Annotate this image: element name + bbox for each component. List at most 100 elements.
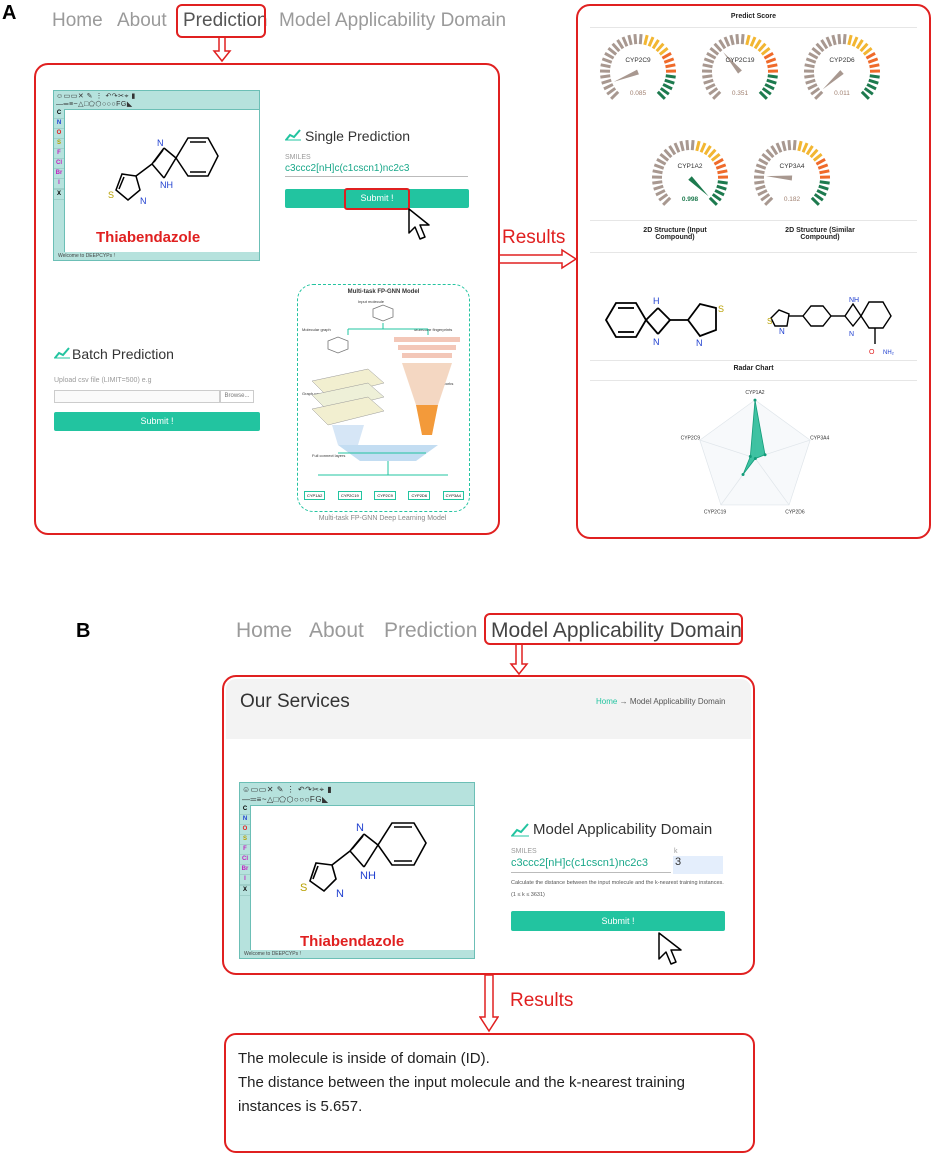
svg-text:N: N	[356, 822, 364, 834]
gauge-tick	[706, 51, 717, 60]
browse-button[interactable]: Browse...	[220, 390, 254, 403]
svg-text:NH: NH	[160, 180, 173, 190]
atom-i[interactable]: I	[240, 875, 250, 885]
gauge-needle	[723, 52, 742, 74]
gauge-tick	[600, 63, 611, 69]
atom-br[interactable]: Br	[240, 865, 250, 875]
molecule-editor[interactable]: ☺▭▭✕ ✎ ⋮ ↶↷✂⌖ ▮ —═≡~△□⬠⬡○○○FG◣ C N O S F…	[53, 90, 260, 261]
atom-cl[interactable]: Cl	[240, 855, 250, 865]
gauge-tick	[757, 189, 768, 197]
toolbar-shapes-icon[interactable]: —═≡~△□⬠⬡○○○FG◣	[56, 101, 133, 108]
editor-toolbar[interactable]: ☺▭▭✕ ✎ ⋮ ↶↷✂⌖ ▮ —═≡~△□⬠⬡○○○FG◣	[54, 91, 259, 110]
gauge-tick	[866, 83, 877, 91]
output-cyp2c9: CYP2C9	[374, 491, 396, 500]
chart-line-icon	[54, 347, 70, 359]
divider	[590, 27, 917, 28]
output-cyp3a4: CYP3A4	[442, 491, 464, 500]
gauge-tick	[607, 47, 618, 56]
k-input[interactable]: 3	[673, 856, 723, 874]
atom-o[interactable]: O	[240, 825, 250, 835]
nav-about-a[interactable]: About	[117, 10, 167, 31]
atom-n[interactable]: N	[54, 119, 64, 129]
svg-text:S: S	[108, 190, 114, 200]
nav-prediction-b[interactable]: Prediction	[384, 619, 478, 642]
nav-mad-a[interactable]: Model Applicability Domain	[279, 10, 507, 31]
chart-line-icon	[285, 129, 301, 141]
atom-f[interactable]: F	[54, 149, 64, 159]
divider	[590, 380, 917, 381]
gauge-tick	[718, 39, 727, 50]
mad-result-box	[224, 1033, 755, 1153]
file-input[interactable]	[54, 390, 220, 403]
atom-f[interactable]: F	[240, 845, 250, 855]
gauge-tick	[703, 145, 712, 156]
gauge-tick	[717, 169, 728, 175]
gauge-tick	[699, 142, 707, 153]
nav-about-b[interactable]: About	[309, 619, 364, 642]
gauge-tick	[661, 51, 672, 60]
nav-home-a[interactable]: Home	[52, 10, 103, 31]
mad-smiles-input[interactable]: c3ccc2[nH]c(c1cscn1)nc2c3	[511, 857, 671, 873]
atom-c[interactable]: C	[54, 109, 64, 119]
editor-toolbar-b[interactable]: ☺▭▭✕ ✎ ⋮ ↶↷✂⌖ ▮ —═≡~△□⬠⬡○○○FG◣	[240, 783, 474, 806]
gauge-tick	[709, 47, 720, 56]
atom-o[interactable]: O	[54, 129, 64, 139]
services-header: Our Services Home → Model Applicability …	[226, 679, 751, 739]
gauge-tick	[812, 153, 823, 162]
radar-title: Radar Chart	[733, 365, 774, 372]
radar-axis-label: CYP2D6	[785, 509, 805, 515]
atom-x[interactable]: X	[240, 886, 250, 896]
structure-similar-title: 2D Structure (Similar Compound)	[785, 227, 855, 241]
gauge-tick	[740, 34, 745, 45]
atom-blank[interactable]	[240, 885, 250, 886]
gauge-tick	[825, 36, 833, 47]
single-submit-button[interactable]: Submit !	[285, 189, 469, 208]
nav-mad-b[interactable]: Model Applicability Domain	[491, 619, 742, 642]
gauge-tick	[616, 39, 625, 50]
gauge-tick	[653, 163, 665, 170]
editor-atom-bar-b[interactable]: C N O S F Cl Br I X	[240, 805, 251, 950]
atom-br[interactable]: Br	[54, 169, 64, 179]
atom-x[interactable]: X	[54, 190, 64, 200]
nav-home-b[interactable]: Home	[236, 619, 293, 642]
gauge-tick	[652, 180, 663, 185]
editor-atom-bar[interactable]: C N O S F Cl Br I X	[54, 109, 65, 252]
mad-result-line1: The molecule is inside of domain (ID).	[238, 1050, 490, 1067]
atom-i[interactable]: I	[54, 179, 64, 189]
atom-s[interactable]: S	[54, 139, 64, 149]
atom-s[interactable]: S	[240, 835, 250, 845]
gauge-tick	[815, 42, 825, 53]
gauge-tick	[816, 189, 827, 197]
gauge-tick	[804, 74, 815, 79]
mad-submit-button[interactable]: Submit !	[511, 911, 725, 931]
toolbar-icons-icon[interactable]: ☺▭▭✕ ✎ ⋮ ↶↷✂⌖ ▮	[56, 93, 136, 100]
toolbar-icons-icon[interactable]: ☺▭▭✕ ✎ ⋮ ↶↷✂⌖ ▮	[242, 785, 333, 794]
atom-c[interactable]: C	[240, 805, 250, 815]
gauge-needle	[613, 69, 639, 82]
atom-cl[interactable]: Cl	[54, 159, 64, 169]
gauge-tick	[673, 142, 681, 153]
gauge-tick	[754, 180, 765, 185]
gauge-tick	[745, 34, 751, 46]
breadcrumb-home[interactable]: Home	[596, 697, 618, 706]
right-arrow-icon	[500, 248, 578, 270]
gauge-tick	[757, 42, 767, 53]
molecule-editor-b[interactable]: ☺▭▭✕ ✎ ⋮ ↶↷✂⌖ ▮ —═≡~△□⬠⬡○○○FG◣ C N O S F…	[239, 782, 475, 959]
svg-text:O: O	[869, 349, 875, 356]
gauge-tick	[703, 57, 715, 64]
gauge-tick	[801, 142, 809, 153]
atom-n[interactable]: N	[240, 815, 250, 825]
toolbar-shapes-icon[interactable]: —═≡~△□⬠⬡○○○FG◣	[242, 795, 329, 804]
gauge-tick	[702, 63, 713, 69]
model-caption: Multi-task FP-GNN Deep Learning Model	[318, 515, 447, 522]
mad-highlight	[484, 613, 743, 645]
radar-point	[753, 457, 757, 461]
nav-prediction-a[interactable]: Prediction	[183, 10, 268, 31]
batch-submit-button[interactable]: Submit !	[54, 412, 260, 431]
atom-blank[interactable]	[54, 189, 64, 190]
svg-text:N: N	[140, 196, 147, 206]
smiles-input[interactable]: c3ccc2[nH]c(c1cscn1)nc2c3	[285, 163, 468, 177]
gauge-name: CYP2C19	[726, 57, 755, 64]
gauge-tick	[610, 90, 620, 100]
